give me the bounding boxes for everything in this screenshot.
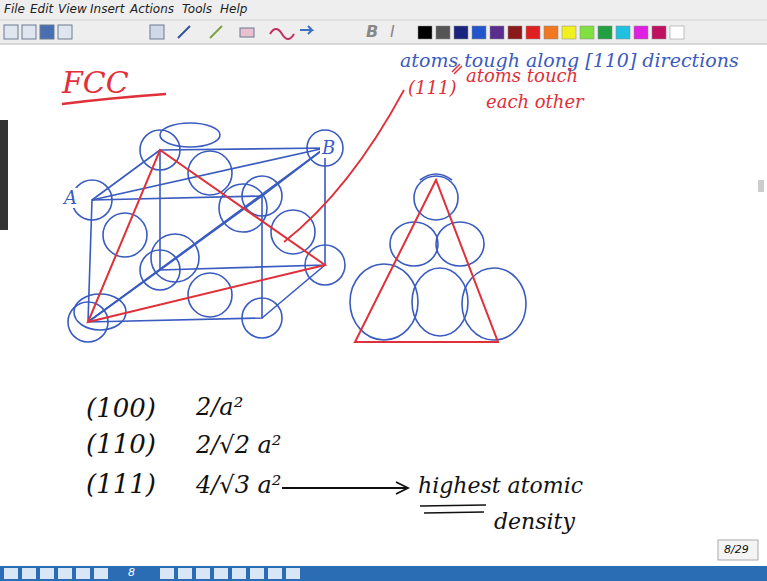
menu-separator — [0, 20, 767, 21]
leader-line — [284, 90, 404, 242]
plane-triangle — [88, 150, 325, 322]
plane-outline — [355, 180, 498, 342]
toolbar-ground — [0, 0, 767, 44]
note-text: highest atomic — [418, 474, 583, 498]
toolbar-button: B — [366, 23, 378, 41]
note-text: each other — [486, 92, 584, 112]
menu-item: Edit — [30, 3, 53, 16]
density-value: 2/√2 a² — [196, 432, 281, 458]
close-packed-plane — [350, 174, 526, 340]
arrow-head — [396, 482, 408, 494]
color-swatches — [418, 26, 684, 39]
page-counter: 8/29 — [724, 544, 749, 556]
toolbar-separator — [0, 44, 767, 45]
arrow-line — [282, 487, 406, 489]
page-number: 8 — [128, 567, 135, 579]
note-text: atoms touch — [466, 66, 578, 86]
fcc-cube — [68, 123, 345, 342]
plane-index: (110) — [86, 430, 156, 459]
menu-item: Help — [220, 3, 247, 16]
scroll-mark — [758, 180, 764, 192]
plane-index: (100) — [86, 394, 156, 423]
toolbar-icons — [4, 25, 312, 39]
menu-item: Actions — [130, 3, 174, 16]
plane-index: (111) — [408, 78, 456, 98]
menu-item: File — [4, 3, 25, 16]
page-strip — [0, 566, 767, 581]
toolbar-button: I — [390, 23, 395, 41]
note-text: density — [494, 510, 575, 534]
plane-index: (111) — [86, 470, 156, 499]
menu-item: Tools — [182, 3, 212, 16]
menu-item: View — [58, 3, 87, 16]
corner-label: B — [320, 138, 337, 158]
density-value: 2/a² — [196, 394, 243, 420]
slide-title: FCC — [62, 66, 129, 99]
corner-label: A — [62, 188, 79, 208]
density-value: 4/√3 a² — [196, 472, 281, 498]
side-tab — [0, 120, 8, 230]
page-strip-cells — [4, 568, 300, 579]
menu-item: Insert — [90, 3, 124, 16]
page-counter-box — [718, 540, 758, 560]
double-underline — [420, 505, 486, 513]
